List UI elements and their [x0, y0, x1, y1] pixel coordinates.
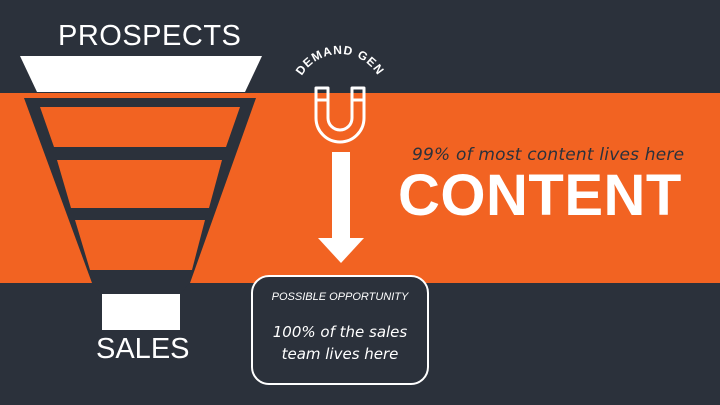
- opportunity-text: 100% of the sales team lives here: [272, 323, 408, 363]
- funnel-segment-3: [75, 220, 205, 270]
- funnel-segment-2: [57, 160, 222, 208]
- magnet-icon: [314, 86, 366, 144]
- funnel-segment-1: [40, 107, 240, 147]
- opportunity-box: POSSIBLE OPPORTUNITY 100% of the sales t…: [251, 275, 429, 385]
- funnel-top-rim: [20, 56, 262, 92]
- funnel-spout-neck: [92, 283, 190, 294]
- sales-label: SALES: [96, 333, 190, 365]
- content-caption: 99% of most content lives here: [412, 145, 685, 165]
- down-arrow-icon: [318, 152, 364, 263]
- content-title: CONTENT: [398, 163, 682, 228]
- funnel-spout: [102, 283, 180, 330]
- demand-gen-label: DEMAND GEN: [293, 43, 387, 78]
- prospects-label: PROSPECTS: [58, 20, 242, 52]
- opportunity-title: POSSIBLE OPPORTUNITY: [271, 291, 409, 303]
